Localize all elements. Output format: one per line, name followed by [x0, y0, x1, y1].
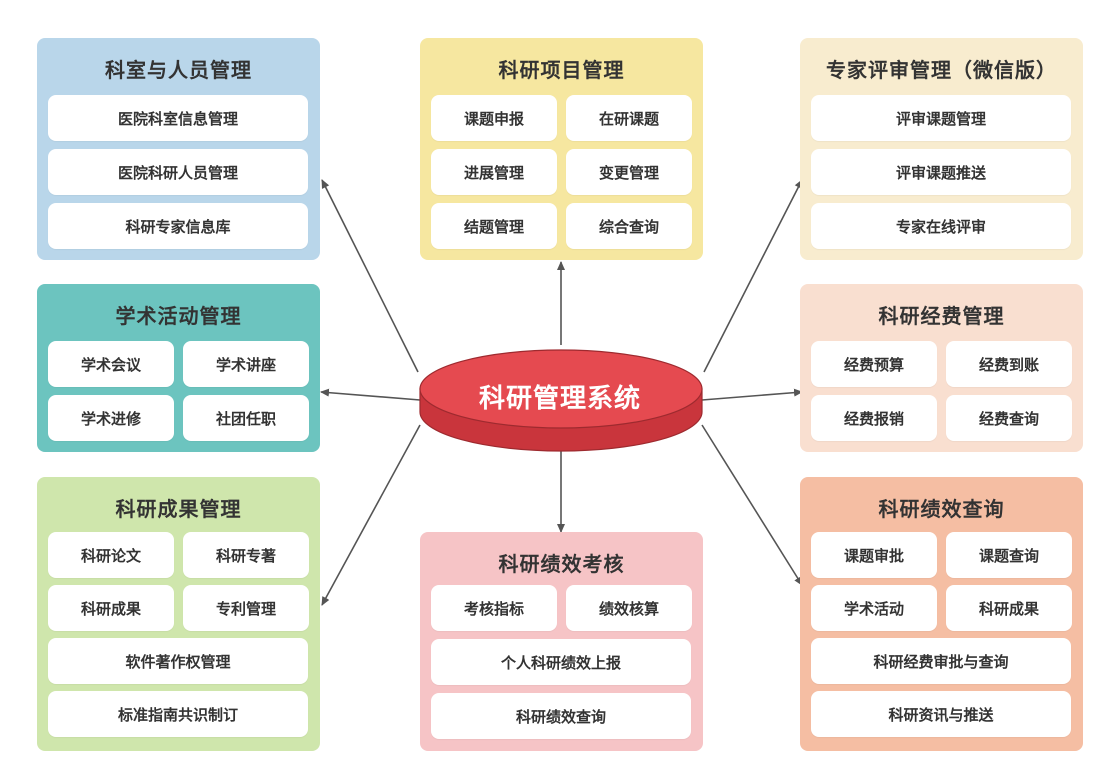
module-item[interactable]: 个人科研绩效上报: [431, 639, 691, 685]
module-item[interactable]: 经费到账: [946, 341, 1072, 387]
module-item[interactable]: 学术进修: [48, 395, 174, 441]
arrow-to-academic: [320, 388, 421, 401]
module-item[interactable]: 课题审批: [811, 532, 937, 578]
module-title: 专家评审管理（微信版）: [826, 58, 1057, 82]
module-title: 科研绩效考核: [498, 552, 625, 576]
module-item[interactable]: 标准指南共识制订: [48, 691, 308, 737]
module-item[interactable]: 评审课题推送: [811, 149, 1071, 195]
module-item[interactable]: 科研专家信息库: [48, 203, 308, 249]
center-node-shape: [419, 349, 703, 452]
module-title: 科研经费管理: [878, 304, 1005, 328]
module-title: 科研项目管理: [498, 58, 625, 82]
arrow-to-expert: [703, 179, 803, 373]
module-assess-panel: 科研绩效考核 考核指标 绩效核算 个人科研绩效上报 科研绩效查询: [420, 532, 703, 751]
arrow-to-funds: [701, 388, 803, 401]
module-item[interactable]: 专家在线评审: [811, 203, 1071, 249]
module-project-panel: 科研项目管理 课题申报 在研课题 进展管理 变更管理 结题管理 综合查询: [420, 38, 703, 260]
module-item[interactable]: 科研绩效查询: [431, 693, 691, 739]
module-results-panel: 科研成果管理 科研论文 科研专著 科研成果 专利管理 软件著作权管理 标准指南共…: [37, 477, 320, 751]
module-item[interactable]: 学术会议: [48, 341, 174, 387]
center-node-title: 科研管理系统: [478, 383, 641, 414]
module-item[interactable]: 科研专著: [183, 532, 309, 578]
module-title: 科室与人员管理: [105, 58, 252, 82]
module-item[interactable]: 医院科研人员管理: [48, 149, 308, 195]
module-item[interactable]: 进展管理: [431, 149, 557, 195]
module-funds-panel: 科研经费管理 经费预算 经费到账 经费报销 经费查询: [800, 284, 1083, 452]
module-item[interactable]: 专利管理: [183, 585, 309, 631]
module-item[interactable]: 社团任职: [183, 395, 309, 441]
module-item[interactable]: 课题申报: [431, 95, 557, 141]
module-item[interactable]: 结题管理: [431, 203, 557, 249]
module-perf-panel: 科研绩效查询 课题审批 课题查询 学术活动 科研成果 科研经费审批与查询 科研资…: [800, 477, 1083, 751]
module-expert-panel: 专家评审管理（微信版） 评审课题管理 评审课题推送 专家在线评审: [800, 38, 1083, 260]
module-item[interactable]: 医院科室信息管理: [48, 95, 308, 141]
module-item[interactable]: 学术讲座: [183, 341, 309, 387]
module-item[interactable]: 软件著作权管理: [48, 638, 308, 684]
module-item[interactable]: 经费预算: [811, 341, 937, 387]
module-item[interactable]: 科研经费审批与查询: [811, 638, 1071, 684]
module-item[interactable]: 科研成果: [946, 585, 1072, 631]
module-item[interactable]: 变更管理: [566, 149, 692, 195]
arrow-to-results: [321, 424, 421, 606]
module-item[interactable]: 绩效核算: [566, 585, 692, 631]
module-title: 科研成果管理: [115, 497, 242, 521]
module-item[interactable]: 在研课题: [566, 95, 692, 141]
module-item[interactable]: 科研资讯与推送: [811, 691, 1071, 737]
module-item[interactable]: 经费查询: [946, 395, 1072, 441]
module-item[interactable]: 学术活动: [811, 585, 937, 631]
module-item[interactable]: 考核指标: [431, 585, 557, 631]
arrow-to-perf: [701, 424, 803, 586]
module-dept-panel: 科室与人员管理 医院科室信息管理 医院科研人员管理 科研专家信息库: [37, 38, 320, 260]
arrow-to-dept: [321, 179, 419, 373]
module-item[interactable]: 课题查询: [946, 532, 1072, 578]
module-item[interactable]: 综合查询: [566, 203, 692, 249]
module-item[interactable]: 经费报销: [811, 395, 937, 441]
module-title: 学术活动管理: [115, 304, 242, 328]
module-item[interactable]: 评审课题管理: [811, 95, 1071, 141]
module-item[interactable]: 科研成果: [48, 585, 174, 631]
module-item[interactable]: 科研论文: [48, 532, 174, 578]
module-title: 科研绩效查询: [878, 497, 1005, 521]
module-academic-panel: 学术活动管理 学术会议 学术讲座 学术进修 社团任职: [37, 284, 320, 452]
